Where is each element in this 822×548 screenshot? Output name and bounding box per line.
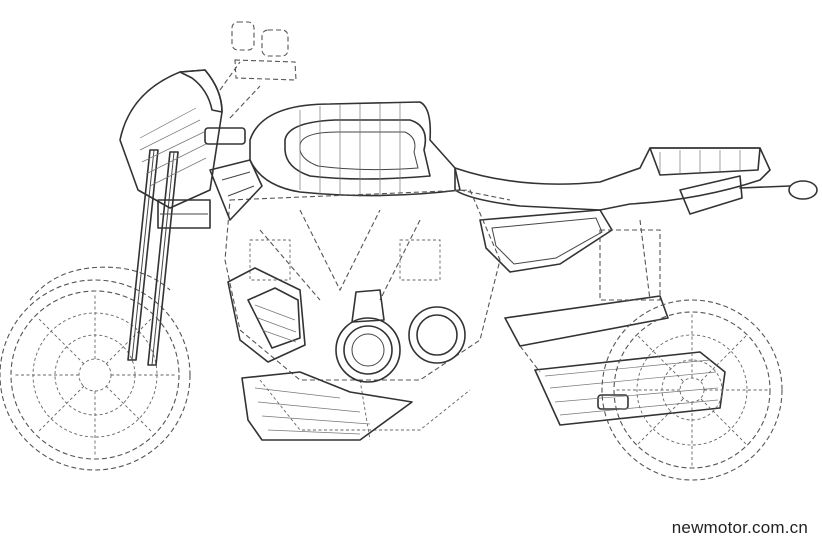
steering-head xyxy=(157,127,246,229)
front-fairing xyxy=(119,69,223,209)
handlebar-mirrors xyxy=(219,21,297,119)
rear-wheel xyxy=(601,299,783,481)
engine xyxy=(224,189,501,441)
belly-pan xyxy=(241,371,413,441)
frame xyxy=(209,159,511,221)
fuel-tank xyxy=(249,101,461,197)
front-fork xyxy=(127,149,179,366)
engine-covers xyxy=(335,289,466,383)
front-wheel xyxy=(0,279,191,471)
seat xyxy=(454,147,771,211)
side-panel xyxy=(479,209,613,273)
tail-light xyxy=(679,175,818,215)
front-fender xyxy=(29,266,171,301)
watermark-text: newmotor.com.cn xyxy=(671,518,808,537)
radiator-shroud xyxy=(227,267,306,363)
